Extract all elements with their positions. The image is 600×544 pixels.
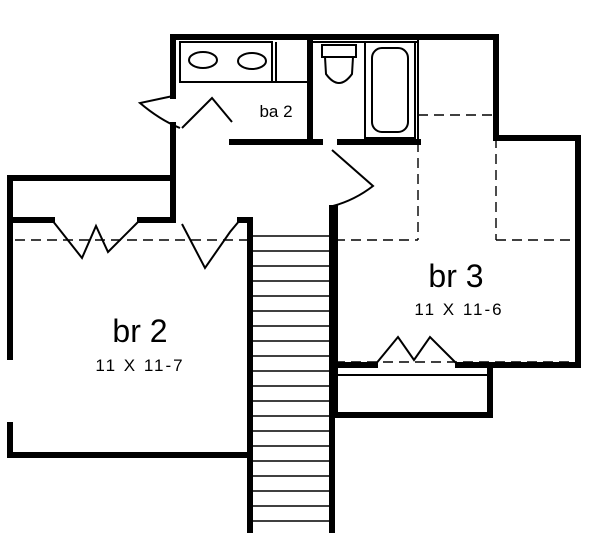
toilet-icon [321,44,357,84]
walls [7,34,581,458]
sink-left-icon [188,51,218,69]
doors [51,95,459,366]
room-name: br 3 [428,258,483,294]
room-dimensions: 11 X 11-6 [414,300,503,319]
staircase [247,205,335,533]
room-name: ba 2 [259,102,292,121]
room-label-bedroom2: br 2 11 X 11-7 [95,313,184,375]
room-dimensions: 11 X 11-7 [95,356,184,375]
sink-right-icon [237,52,267,70]
room-name: br 2 [112,313,167,349]
room-label-bathroom: ba 2 [259,102,292,121]
bathroom-fixtures [179,37,419,142]
bathtub-icon [364,41,416,139]
closet-outlines [15,114,578,363]
room-label-bedroom3: br 3 11 X 11-6 [414,258,503,319]
